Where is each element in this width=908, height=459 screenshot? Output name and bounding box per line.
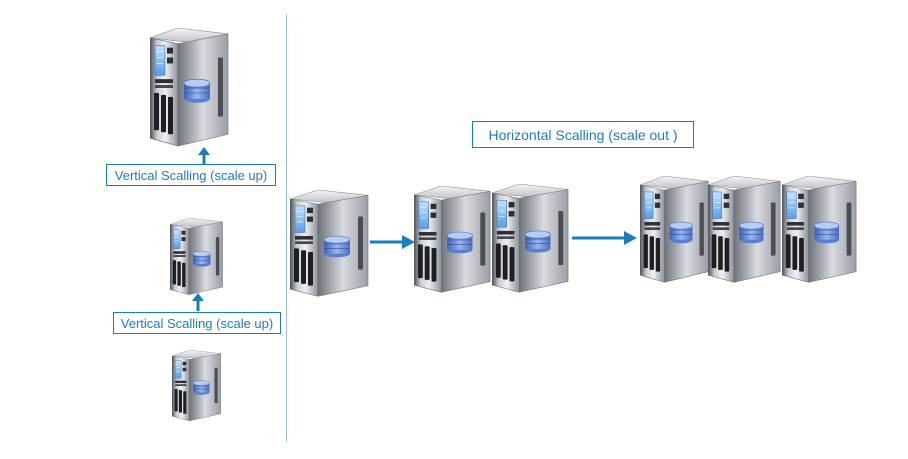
server-tower-icon [150,28,229,147]
arrow-right-icon [370,235,415,249]
vertical-scaling-label-bottom: Vertical Scalling (scale up) [113,312,281,334]
server-tower-icon [782,176,857,283]
server-group-1 [640,176,710,284]
server-large [150,28,230,148]
section-divider [286,14,287,442]
server-tower-icon [708,176,781,283]
arrow-up-icon [192,293,204,311]
server-tower-icon [414,186,491,293]
server-single [290,190,370,298]
server-tower-icon [640,176,709,283]
server-medium [170,218,224,296]
server-tower-icon [290,190,369,297]
server-group-3 [782,176,858,284]
server-tower-icon [170,218,223,296]
vertical-scaling-label-top: Vertical Scalling (scale up) [106,164,276,186]
arrow-right-icon [572,231,637,245]
server-pair-2 [492,184,570,294]
arrow-up-icon [198,147,210,165]
server-pair-1 [414,186,492,294]
server-tower-icon [492,184,569,293]
horizontal-scaling-label: Horizontal Scalling (scale out ) [472,121,694,148]
server-tower-icon [172,350,222,422]
server-small [172,350,222,422]
server-group-2 [708,176,782,284]
